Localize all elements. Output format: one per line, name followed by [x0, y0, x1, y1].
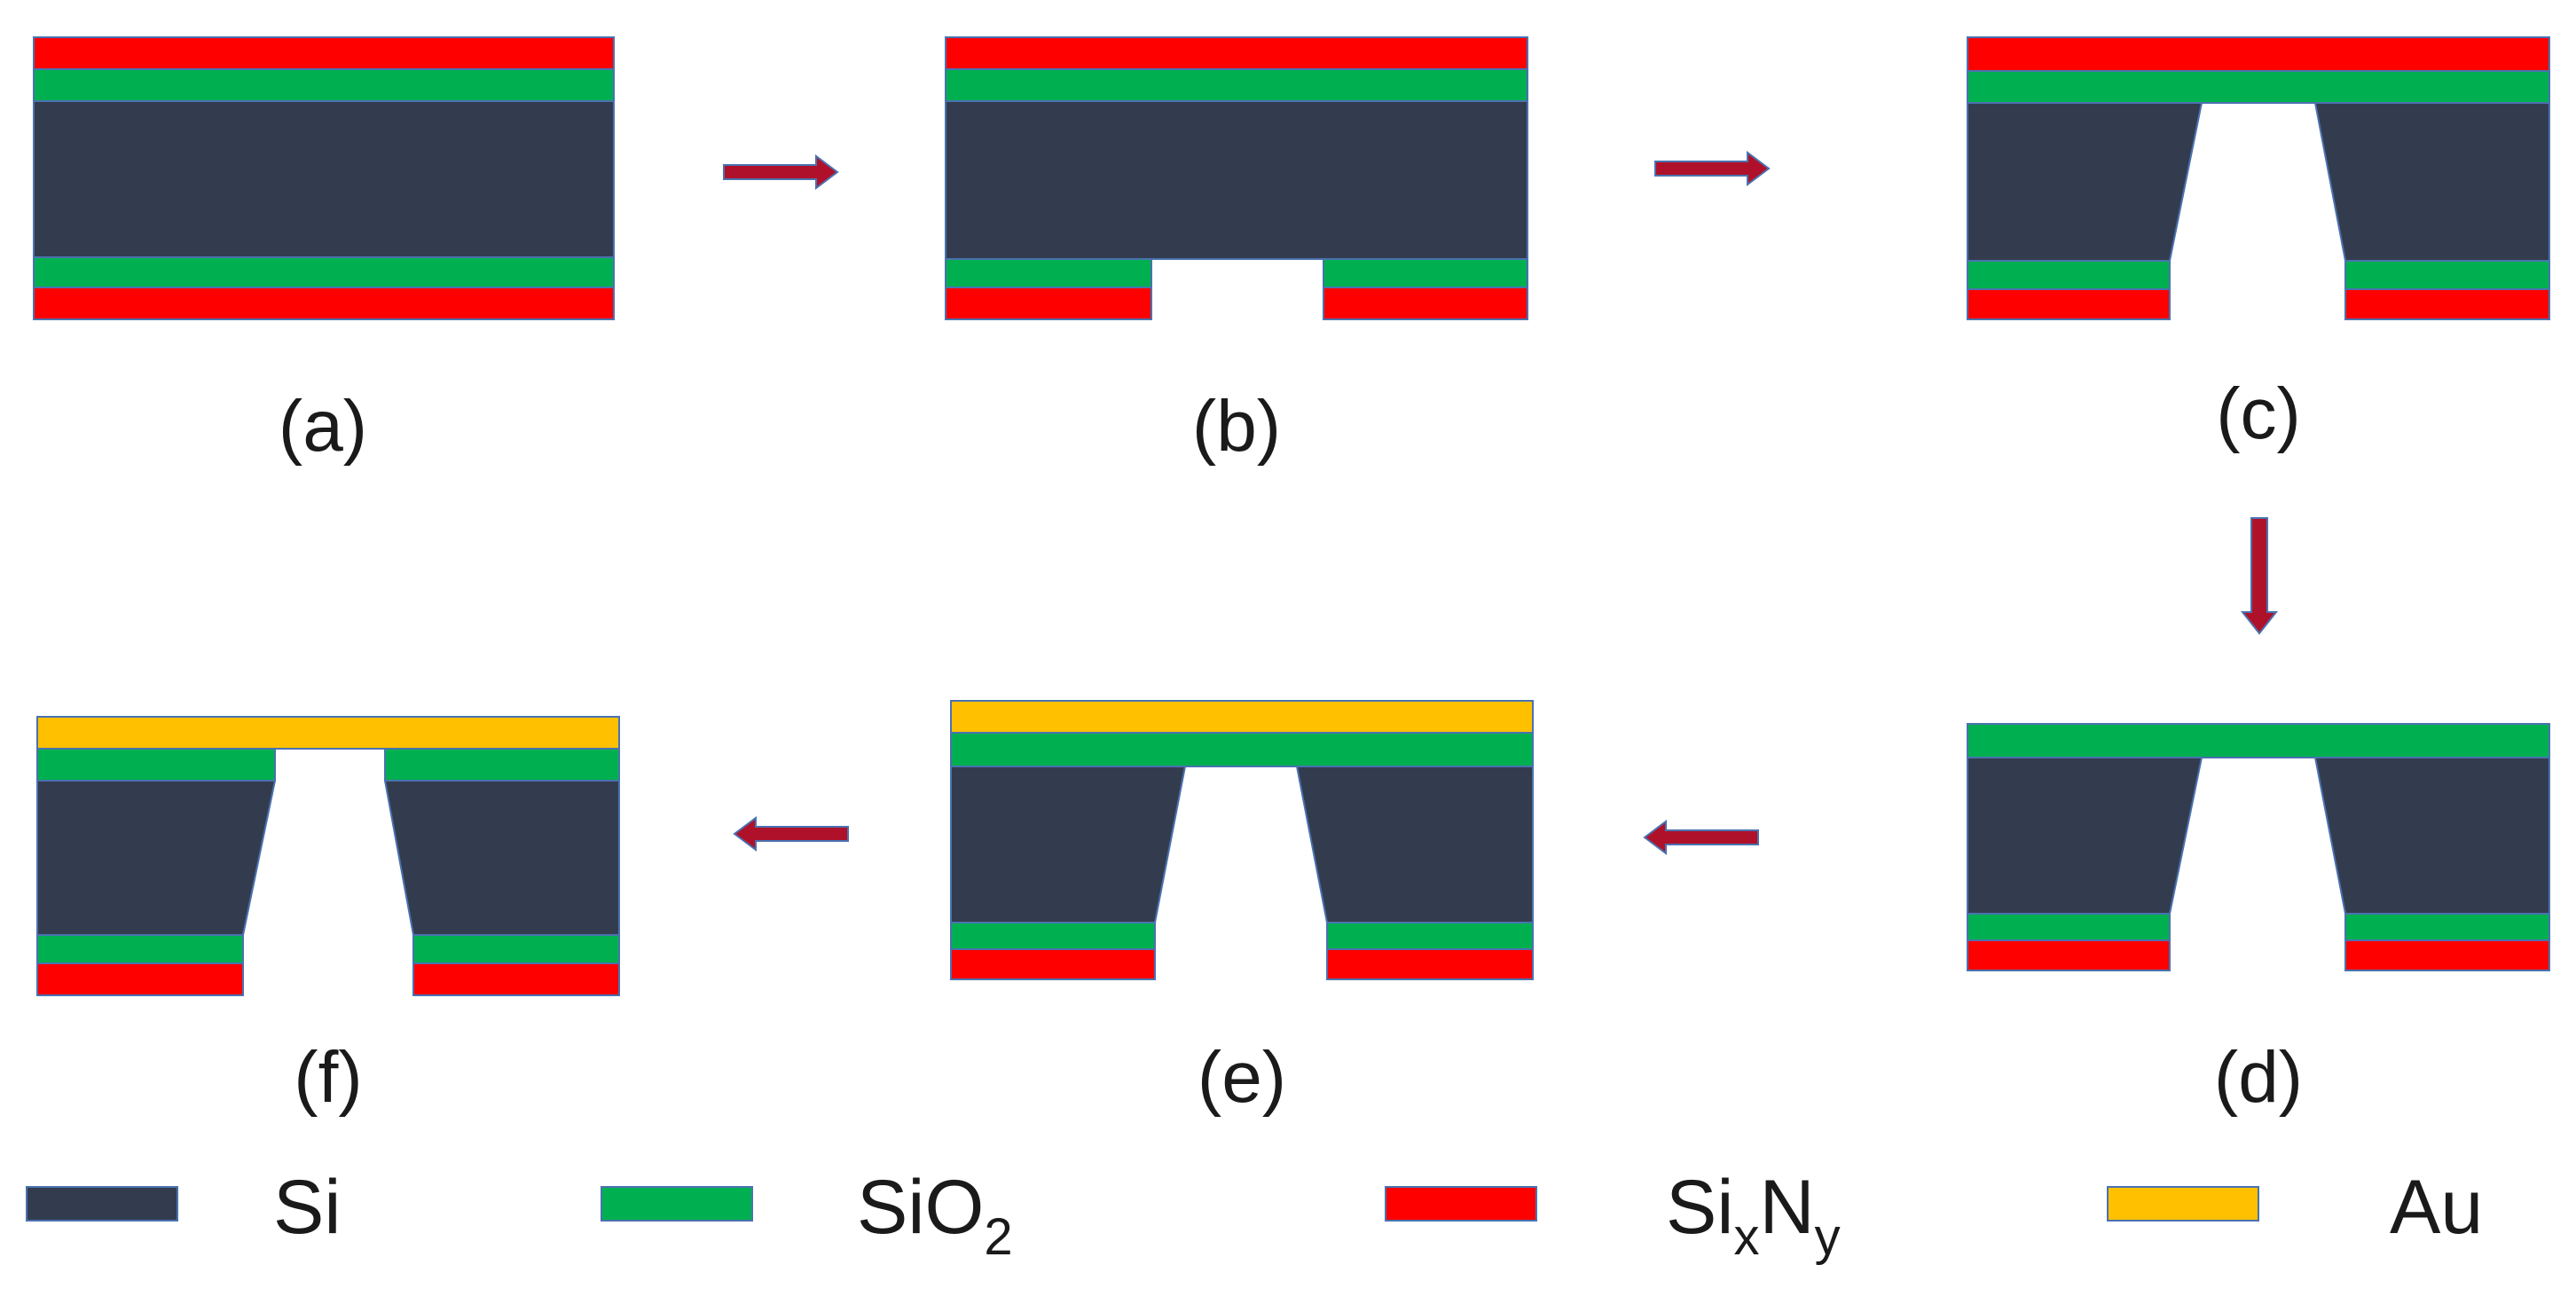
legend-swatch-sixny — [1385, 1186, 1537, 1222]
sixny-bottom-left — [1967, 939, 2171, 971]
si-right-block — [2313, 757, 2550, 915]
sio2-top-right — [384, 748, 620, 782]
sixny-bottom-right — [2344, 939, 2550, 971]
sio2-top-layer — [950, 732, 1534, 767]
sio2-bottom-right — [1323, 258, 1528, 288]
sio2-top-left — [36, 748, 276, 782]
sio2-bottom-right — [2344, 260, 2550, 290]
sio2-bottom-right — [1326, 922, 1534, 950]
sio2-bottom-layer — [33, 256, 615, 288]
sio2-bottom-left — [945, 258, 1152, 288]
sio2-top-layer — [945, 68, 1528, 102]
si-left-block — [950, 766, 1187, 923]
sixny-top-layer — [1967, 36, 2550, 72]
si-right-block — [1295, 766, 1534, 923]
wafer-d — [1967, 723, 2550, 971]
arrow-right-icon — [1654, 151, 1771, 186]
legend-swatch-si — [26, 1186, 178, 1222]
sio2-bottom-left — [36, 934, 244, 964]
step-label-c: (c) — [2216, 373, 2301, 454]
legend-label-si: Si — [273, 1165, 341, 1250]
arrow-left-icon — [1643, 820, 1759, 855]
wafer-f — [36, 716, 620, 996]
sixny-bottom-left — [1967, 288, 2171, 320]
legend: Si SiO2 SixNy Au — [26, 1165, 2483, 1266]
si-right-block — [2313, 102, 2550, 262]
legend-swatch-sio2 — [601, 1186, 753, 1222]
legend-label-au: Au — [2390, 1165, 2483, 1250]
sio2-bottom-left — [1967, 260, 2171, 290]
sio2-top-layer — [1967, 723, 2550, 758]
sixny-bottom-right — [1323, 287, 1528, 320]
sio2-bottom-right — [2344, 913, 2550, 941]
sixny-top-layer — [945, 36, 1528, 70]
sio2-top-layer — [33, 68, 615, 102]
arrow-left-icon — [733, 816, 849, 852]
si-substrate — [945, 100, 1528, 260]
sio2-bottom-left — [950, 922, 1156, 950]
sio2-bottom-right — [412, 934, 620, 964]
sio2-bottom-left — [1967, 913, 2171, 941]
arrow-right-icon — [723, 154, 839, 190]
si-substrate — [33, 100, 615, 258]
wafer-c — [1967, 36, 2550, 320]
step-labels: (a) (b) (c) (d) (e) (f) — [279, 373, 2303, 1118]
sixny-bottom-left — [36, 962, 244, 996]
legend-label-sio2: SiO2 — [857, 1165, 1013, 1266]
sixny-bottom-right — [1326, 948, 1534, 980]
step-label-e: (e) — [1198, 1037, 1286, 1118]
legend-label-sixny: SixNy — [1666, 1165, 1841, 1266]
sixny-bottom-right — [412, 962, 620, 996]
sixny-top-layer — [33, 36, 615, 70]
sixny-bottom-left — [945, 287, 1152, 320]
sixny-bottom-right — [2344, 288, 2550, 320]
au-top-layer — [950, 700, 1534, 734]
step-label-f: (f) — [294, 1037, 362, 1118]
sixny-bottom-left — [950, 948, 1156, 980]
si-left-block — [1967, 102, 2203, 262]
sio2-top-layer — [1967, 70, 2550, 104]
si-right-block — [383, 780, 620, 936]
step-label-b: (b) — [1192, 386, 1281, 467]
si-left-block — [36, 780, 277, 936]
wafer-e — [950, 700, 1534, 980]
wafer-a — [33, 36, 615, 320]
au-top-layer — [36, 716, 620, 750]
wafer-b — [945, 36, 1528, 320]
si-left-block — [1967, 757, 2203, 915]
step-label-d: (d) — [2214, 1037, 2303, 1118]
arrow-down-icon — [2240, 517, 2279, 635]
legend-swatch-au — [2107, 1186, 2259, 1222]
process-arrows — [723, 151, 2279, 855]
sixny-bottom-layer — [33, 287, 615, 320]
step-label-a: (a) — [279, 386, 367, 467]
